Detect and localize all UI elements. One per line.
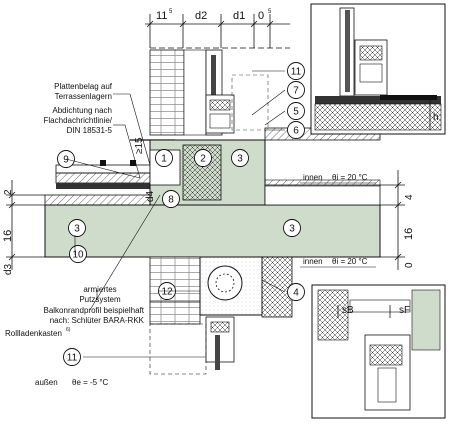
label-theta-e: θe = -5 °C (72, 378, 109, 387)
callout-number: 2 (200, 154, 206, 165)
label-innen-bottom: innen (303, 257, 323, 266)
callout-6: 6 (287, 121, 305, 139)
label-balkon-2: nach: Schlüter BARA-RKK (50, 316, 145, 325)
inset-h-label: h (433, 112, 439, 123)
dim-right-0: 0 (404, 262, 415, 268)
lower-brick-facade (149, 256, 201, 303)
dim-top-4-sup: 5 (268, 9, 272, 15)
dim-left-16: 16 (2, 230, 14, 242)
upper-wall-air-gap (183, 49, 207, 136)
label-abdichtung-2: Flachdachrichtlinie/ (44, 116, 113, 125)
callout-number: 1 (161, 154, 167, 165)
inset-sf-label: sF (399, 305, 410, 316)
floor-slab-insulation (44, 204, 381, 258)
callout-number: 12 (161, 287, 173, 298)
upper-brick-facade (149, 49, 185, 136)
dim-top-2: d2 (195, 10, 207, 22)
callout-number: 3 (74, 224, 80, 235)
callout-number: 9 (63, 155, 69, 166)
callout-number: 7 (293, 86, 299, 97)
label-theta-i-bottom: θi = 20 °C (332, 257, 368, 266)
dim-top-1: 11 (156, 10, 167, 22)
callout-7: 7 (287, 81, 305, 99)
callout-10: 10 (69, 245, 87, 263)
dim-top-3: d1 (233, 10, 245, 22)
upper-window-glass (211, 55, 216, 100)
top-dimension (145, 14, 290, 49)
callout-11: 11 (63, 348, 81, 366)
callout-number: 3 (237, 154, 243, 165)
interior-outline (231, 74, 269, 131)
dim-right-4: 4 (404, 194, 415, 200)
membrane-layer (56, 183, 156, 189)
callout-number: 4 (293, 288, 299, 299)
callout-2: 2 (194, 149, 212, 167)
left-dimension (6, 180, 45, 270)
label-plattenbelag-2: Terrassenlagern (55, 92, 112, 101)
callout-number: 3 (289, 224, 295, 235)
right-dimension (380, 170, 405, 270)
callout-5: 5 (287, 102, 305, 120)
callout-number: 8 (168, 195, 174, 206)
label-plattenbelag-1: Plattenbelag auf (54, 82, 113, 91)
callout-number: 5 (293, 107, 299, 118)
label-balkon-1: Balkonrandprofil beispielhaft (43, 306, 144, 315)
label-abdichtung-3: DIN 18531-5 (67, 126, 113, 135)
dim-right-16: 16 (403, 228, 415, 240)
label-abdichtung-1: Abdichtung nach (52, 106, 112, 115)
callout-number: 11 (67, 353, 78, 364)
callout-4: 4 (287, 283, 305, 301)
callout-leaders (65, 70, 286, 358)
dim-top-1-sup: 5 (169, 9, 173, 15)
inset-sb-label: sB (342, 305, 354, 316)
dim-d4: d4 (145, 190, 156, 202)
callout-1: 1 (155, 149, 173, 167)
dim-ge15: ≥15 (134, 137, 145, 154)
roller-drum (207, 265, 243, 301)
dim-top-4: 0 (258, 10, 264, 22)
dim-left-d3: d3 (3, 263, 14, 275)
label-putz-1: armiertes (83, 285, 116, 294)
callout-number: 10 (72, 250, 84, 261)
label-putz-2: Putzsystem (79, 295, 121, 304)
callout-number: 11 (291, 67, 302, 78)
callout-3: 3 (231, 149, 249, 167)
callout-number: 6 (293, 126, 299, 137)
callout-8: 8 (162, 190, 180, 208)
label-theta-i-top: θi = 20 °C (332, 173, 368, 182)
label-innen-top: innen (303, 173, 323, 182)
callout-11: 11 (287, 62, 305, 80)
label-rollladen-sup: 6) (66, 327, 71, 333)
label-aussen: außen (35, 378, 58, 387)
callout-3: 3 (68, 219, 86, 237)
callout-3: 3 (283, 219, 301, 237)
dim-left-2: 2 (3, 189, 14, 195)
label-rollladen: Rollladenkasten (5, 329, 62, 338)
